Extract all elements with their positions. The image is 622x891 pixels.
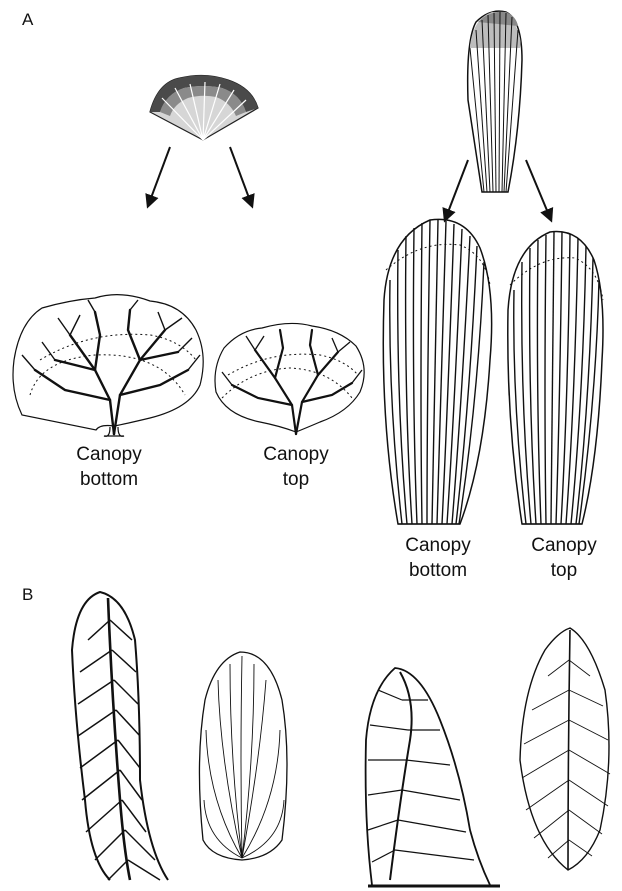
arrow-to-fan-top	[230, 147, 252, 206]
arrow-to-fan-bottom	[148, 147, 170, 206]
caption-fan-canopy-top: Canopy top	[241, 442, 351, 492]
fan-leaf-canopy-top	[215, 323, 364, 434]
fan-leaf-canopy-bottom	[13, 295, 203, 437]
caption-blade-canopy-bottom: Canopy bottom	[383, 533, 493, 583]
fossil-leaf-3	[366, 668, 500, 886]
blade-leaf-canopy-top	[508, 232, 603, 524]
arrow-to-blade-bottom	[445, 160, 468, 220]
blade-leaf-canopy-bottom	[383, 219, 491, 524]
fossil-leaf-4	[520, 628, 610, 870]
fossil-leaf-1	[72, 592, 168, 880]
fossil-leaf-2	[199, 652, 287, 860]
small-fan-leaf	[150, 75, 258, 140]
caption-fan-canopy-bottom: Canopy bottom	[54, 442, 164, 492]
arrow-to-blade-top	[526, 160, 551, 220]
small-blade-leaf	[468, 11, 522, 192]
caption-blade-canopy-top: Canopy top	[509, 533, 619, 583]
